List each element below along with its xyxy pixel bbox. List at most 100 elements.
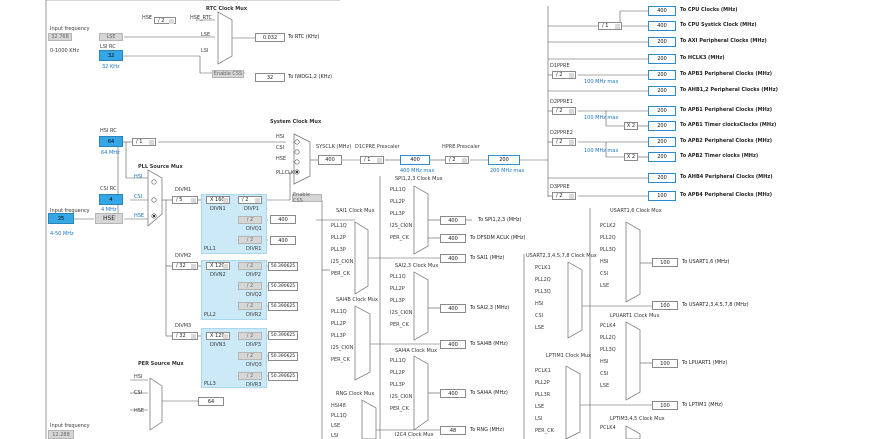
output-value-6[interactable]: 200: [648, 106, 676, 116]
rtc-hse-divider-select[interactable]: / 2: [154, 17, 176, 24]
sai4a-output-value[interactable]: 400: [440, 389, 466, 398]
sysmux-csi-label: CSI: [276, 145, 285, 151]
pll3-q-output[interactable]: 50.390625: [268, 352, 298, 361]
sai4b-output-value[interactable]: 400: [440, 340, 466, 349]
output-value-11[interactable]: 100: [648, 191, 676, 201]
rng-output-value[interactable]: 48: [440, 426, 466, 435]
lsi-rc-block[interactable]: 32: [99, 50, 123, 61]
d1-clock-value[interactable]: 400: [400, 155, 430, 165]
hpre-select[interactable]: / 2: [445, 156, 469, 164]
pll-source-mux-title: PLL Source Mux: [138, 164, 183, 170]
pll3-p-output[interactable]: 50.390625: [268, 331, 298, 340]
lpuart-output-value[interactable]: 100: [652, 359, 678, 368]
divn2-select[interactable]: X 129: [206, 262, 230, 270]
usart-all-output-value[interactable]: 100: [652, 301, 678, 310]
sysmux-enable-css-button[interactable]: Enable CSS: [292, 192, 322, 204]
hsi-unit: 64 MHz: [101, 150, 120, 156]
divn3-select[interactable]: X 129: [206, 332, 230, 340]
output-value-9[interactable]: 200: [648, 152, 676, 162]
lpuart-inputs-label-5: LSE: [600, 383, 610, 389]
usart16-output-value[interactable]: 100: [652, 258, 678, 267]
sai1-inputs-label-1: PLL2P: [331, 235, 346, 241]
pll1-r-output[interactable]: 400: [270, 236, 296, 245]
dfsdm-output-value[interactable]: 400: [440, 234, 466, 243]
lptim1-inputs-label-4: LSI: [535, 416, 543, 422]
hsi-divider-select[interactable]: / 1: [132, 138, 156, 146]
divq1-select[interactable]: / 2: [238, 216, 262, 224]
pll3-r-output[interactable]: 50.390625: [268, 372, 298, 381]
divm1-select[interactable]: / 5: [172, 196, 198, 204]
divr1-select[interactable]: / 2: [238, 236, 262, 244]
sysclk-value[interactable]: 400: [318, 155, 342, 165]
d2ppre2-select[interactable]: / 2: [552, 138, 576, 146]
hclk-value[interactable]: 200: [488, 155, 520, 165]
sai4a-inputs-label-2: PLL3P: [390, 382, 405, 388]
per-ck-value[interactable]: 64: [198, 397, 224, 406]
output-value-2[interactable]: 200: [648, 37, 676, 47]
spi123-output-value[interactable]: 400: [440, 216, 466, 225]
lptim1-output-value[interactable]: 100: [652, 401, 678, 410]
d1cpre-select[interactable]: / 1: [360, 156, 384, 164]
d1-clock-max: 400 MHz max: [400, 168, 435, 174]
divn1-select[interactable]: X 160: [206, 196, 230, 204]
rtc-lsi-label: LSI: [201, 48, 209, 54]
output-value-3[interactable]: 200: [648, 54, 676, 64]
lptim345-mux-shape: [625, 425, 641, 439]
input-frequency-bottom-value[interactable]: 12.288: [48, 430, 74, 439]
divp1-select[interactable]: / 2: [238, 196, 262, 204]
output-value-10[interactable]: 200: [648, 173, 676, 183]
divm3-select[interactable]: / 32: [172, 332, 198, 340]
output-value-4[interactable]: 200: [648, 70, 676, 80]
sai1-inputs-label-2: PLL3P: [331, 247, 346, 253]
divq3-select[interactable]: / 2: [238, 352, 262, 360]
apb2-timer-multiplier: X 2: [624, 153, 638, 161]
divp3-select[interactable]: / 2: [238, 332, 262, 340]
input-frequency-mid-value[interactable]: 25: [48, 213, 74, 224]
d3ppre-select[interactable]: / 2: [552, 192, 576, 200]
output-value-0[interactable]: 400: [648, 6, 676, 16]
sai1-output-value[interactable]: 400: [440, 254, 466, 263]
hsi-rc-block[interactable]: 64: [99, 136, 123, 147]
pll2-q-output[interactable]: 50.390625: [268, 282, 298, 291]
sai23-inputs-label-4: PER_CK: [390, 322, 409, 328]
d2ppre1-max: 100 MHz max: [584, 115, 619, 121]
divr3-select[interactable]: / 2: [238, 372, 262, 380]
pll1-q-output[interactable]: 400: [270, 215, 296, 224]
hse-block[interactable]: HSE: [95, 213, 123, 224]
divq2-label: DIVQ2: [246, 292, 262, 298]
output-value-7[interactable]: 200: [648, 121, 676, 131]
cpu-systick-divider-select[interactable]: / 1: [598, 22, 622, 30]
pll2-r-output[interactable]: 50.390625: [268, 302, 298, 311]
divr2-select[interactable]: / 2: [238, 302, 262, 310]
lptim1-inputs-label-2: PLL3R: [535, 392, 551, 398]
d2ppre1-select[interactable]: / 2: [552, 107, 576, 115]
lptim1-inputs-label-3: LSE: [535, 404, 545, 410]
output-label-8: To APB2 Peripheral Clocks (MHz): [680, 138, 773, 144]
sai23-output-value[interactable]: 400: [440, 304, 466, 313]
rng-output-label: To RNG (MHz): [470, 427, 505, 433]
pll2-p-output[interactable]: 50.390625: [268, 262, 298, 271]
system-mux-title: System Clock Mux: [270, 119, 322, 125]
usart16-mux-shape: [625, 221, 641, 303]
sai4a-inputs-label-3: I2S_CKIN: [390, 394, 413, 400]
divq2-select[interactable]: / 2: [238, 282, 262, 290]
sai4b-inputs-label-0: PLL1Q: [331, 309, 347, 315]
usart-all-inputs-label-2: PLL3Q: [535, 289, 551, 295]
output-value-8[interactable]: 200: [648, 137, 676, 147]
lse-block[interactable]: LSE: [99, 33, 123, 41]
input-frequency-mid-label: Input frequency: [50, 208, 90, 214]
rtc-output-value[interactable]: 0.032: [255, 33, 285, 42]
csi-rc-block[interactable]: 4: [99, 194, 123, 205]
rtc-enable-css-button[interactable]: Enable CSS: [212, 70, 244, 78]
lpuart-inputs-label-2: PLL3Q: [600, 347, 616, 353]
sai1-inputs-label-0: PLL1Q: [331, 223, 347, 229]
input-frequency-top-value[interactable]: 32.768: [48, 33, 72, 41]
d2ppre2-label: D2PPRE2: [550, 130, 573, 136]
iwdg-output-value[interactable]: 32: [255, 73, 285, 82]
d1ppre-select[interactable]: / 2: [552, 71, 576, 79]
output-value-1[interactable]: 400: [648, 21, 676, 31]
d1cpre-label: D1CPRE Prescaler: [355, 144, 400, 150]
divm2-select[interactable]: / 32: [172, 262, 198, 270]
output-value-5[interactable]: 200: [648, 86, 676, 96]
divp2-select[interactable]: / 2: [238, 262, 262, 270]
